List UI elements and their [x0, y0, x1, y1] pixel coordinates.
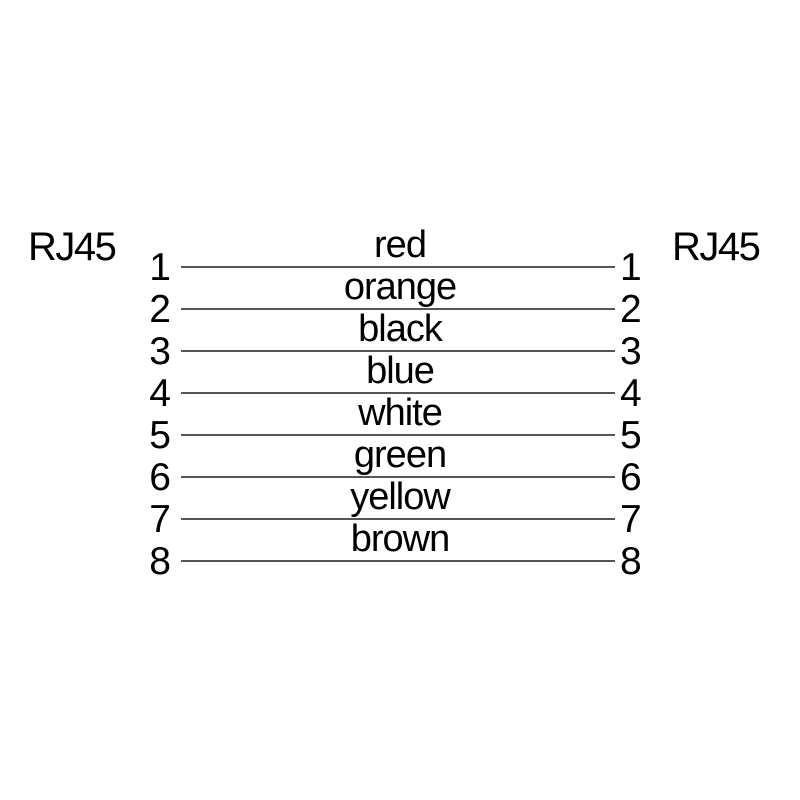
wire-line [181, 476, 615, 478]
pin-number-left: 7 [149, 498, 171, 541]
pin-number-left: 3 [149, 330, 171, 373]
wire-color-label: yellow [350, 476, 451, 518]
wire-line [181, 518, 615, 520]
wire-color-label: red [374, 224, 427, 266]
wire-line [181, 392, 615, 394]
wire-color-label: orange [343, 266, 457, 308]
pin-number-right: 4 [620, 372, 642, 415]
wire-color-label: green [353, 434, 447, 476]
pin-number-left: 4 [149, 372, 171, 415]
wire-line [181, 560, 615, 562]
wire-line [181, 308, 615, 310]
wire-line [181, 434, 615, 436]
pin-number-right: 7 [620, 498, 642, 541]
pin-number-right: 2 [620, 288, 642, 331]
pin-number-right: 3 [620, 330, 642, 373]
left-connector-label: RJ45 [28, 225, 117, 269]
pin-number-right: 5 [620, 414, 642, 457]
pin-number-right: 6 [620, 456, 642, 499]
pin-number-left: 5 [149, 414, 171, 457]
pin-number-left: 2 [149, 288, 171, 331]
pin-number-left: 8 [149, 540, 171, 583]
wire-color-label: white [358, 392, 443, 434]
wire-color-label: black [358, 308, 443, 350]
pin-number-left: 6 [149, 456, 171, 499]
right-connector-label: RJ45 [672, 225, 761, 269]
pin-number-right: 8 [620, 540, 642, 583]
wire-line [181, 350, 615, 352]
pin-number-right: 1 [620, 246, 642, 289]
wire-color-label: brown [350, 518, 451, 560]
wire-line [181, 266, 615, 268]
wire-color-label: blue [366, 350, 435, 392]
pin-number-left: 1 [149, 246, 171, 289]
